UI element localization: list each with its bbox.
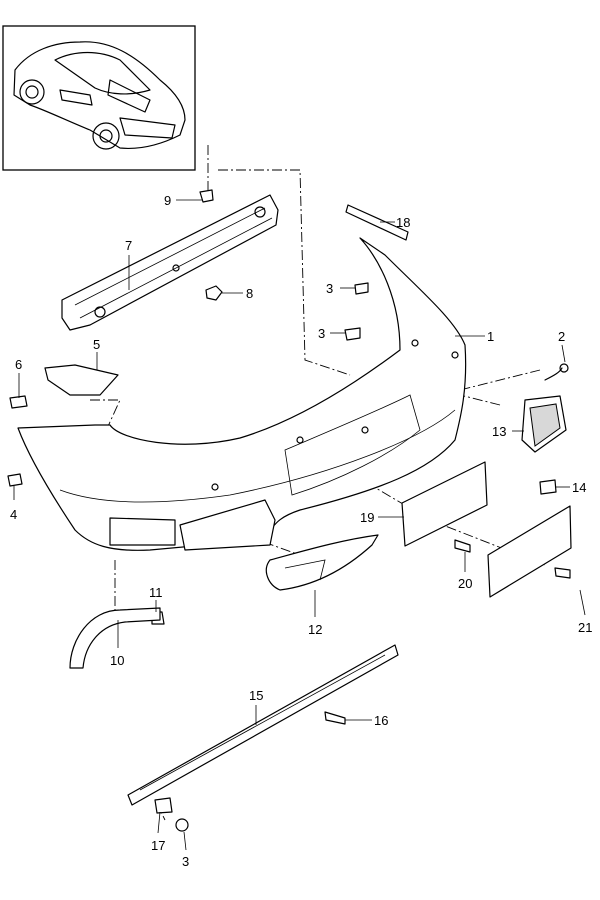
part-10-trim — [69, 607, 161, 669]
callout-3-middle: 3 — [318, 326, 325, 341]
callout-leaders — [13, 199, 586, 851]
callout-3-upper: 3 — [326, 281, 333, 296]
part-15-strip — [127, 644, 399, 806]
callout-2: 2 — [558, 329, 565, 344]
callout-9: 9 — [164, 193, 171, 208]
callout-7: 7 — [125, 238, 132, 253]
small-fasteners — [7, 282, 569, 832]
callout-21: 21 — [578, 620, 592, 635]
vehicle-inset — [2, 25, 196, 171]
callout-11: 11 — [149, 585, 163, 600]
callout-16: 16 — [374, 713, 388, 728]
callout-1: 1 — [487, 329, 494, 344]
part-19-21-license-plate — [401, 461, 572, 598]
part-1-bumper-cover — [17, 204, 467, 551]
part-7-bracket — [61, 189, 279, 331]
callout-5: 5 — [93, 337, 100, 352]
callout-20: 20 — [458, 576, 472, 591]
callout-3-lower: 3 — [182, 854, 189, 869]
callout-4: 4 — [10, 507, 17, 522]
part-13-reflector — [521, 395, 567, 453]
callout-6: 6 — [15, 357, 22, 372]
callout-8: 8 — [246, 286, 253, 301]
part-12-reflector-lower — [265, 534, 379, 591]
callout-17: 17 — [151, 838, 165, 853]
callout-19: 19 — [360, 510, 374, 525]
callout-14: 14 — [572, 480, 586, 495]
callout-13: 13 — [492, 424, 506, 439]
callout-12: 12 — [308, 622, 322, 637]
callout-15: 15 — [249, 688, 263, 703]
callout-10: 10 — [110, 653, 124, 668]
callout-labels: 1 2 3 3 3 4 5 6 7 8 9 10 11 12 13 14 15 … — [10, 193, 592, 869]
callout-18: 18 — [396, 215, 410, 230]
